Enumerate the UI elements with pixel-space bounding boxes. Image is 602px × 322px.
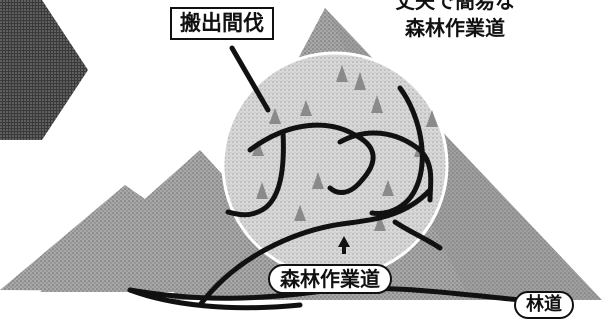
strip-road-path — [392, 219, 443, 251]
tree — [426, 110, 438, 127]
tree — [300, 100, 312, 116]
title-line-1: 丈夫で簡易な — [395, 0, 515, 13]
forest-road-path — [127, 287, 303, 311]
tree — [252, 140, 264, 156]
tree — [382, 180, 394, 196]
up-arrow-icon — [338, 236, 350, 254]
tree-group — [252, 65, 438, 231]
selective-logging-text: 搬出間伐 — [180, 11, 264, 35]
step-arrow — [0, 0, 88, 140]
selective-logging-label: 搬出間伐 — [170, 7, 274, 40]
strip-road-path — [337, 130, 434, 203]
tree — [294, 205, 306, 221]
forest-road-label: 林道 — [514, 291, 574, 319]
strip-road-path — [197, 187, 433, 308]
tree — [336, 65, 348, 82]
strip-road-network — [197, 85, 443, 308]
strip-road-label: 森林作業道 — [268, 264, 392, 294]
strip-road-path — [369, 85, 425, 216]
tree — [374, 215, 386, 231]
strip-road-path — [247, 122, 376, 195]
tree — [354, 72, 366, 90]
strip-road-text: 森林作業道 — [280, 267, 380, 291]
label-pointer — [229, 45, 271, 113]
tree — [256, 182, 268, 199]
title-line-2: 森林作業道 — [405, 16, 505, 40]
forest-road-text: 林道 — [526, 294, 562, 315]
tree — [312, 172, 324, 189]
tree — [371, 95, 383, 113]
strip-road-path — [225, 129, 286, 218]
tree — [269, 108, 281, 124]
